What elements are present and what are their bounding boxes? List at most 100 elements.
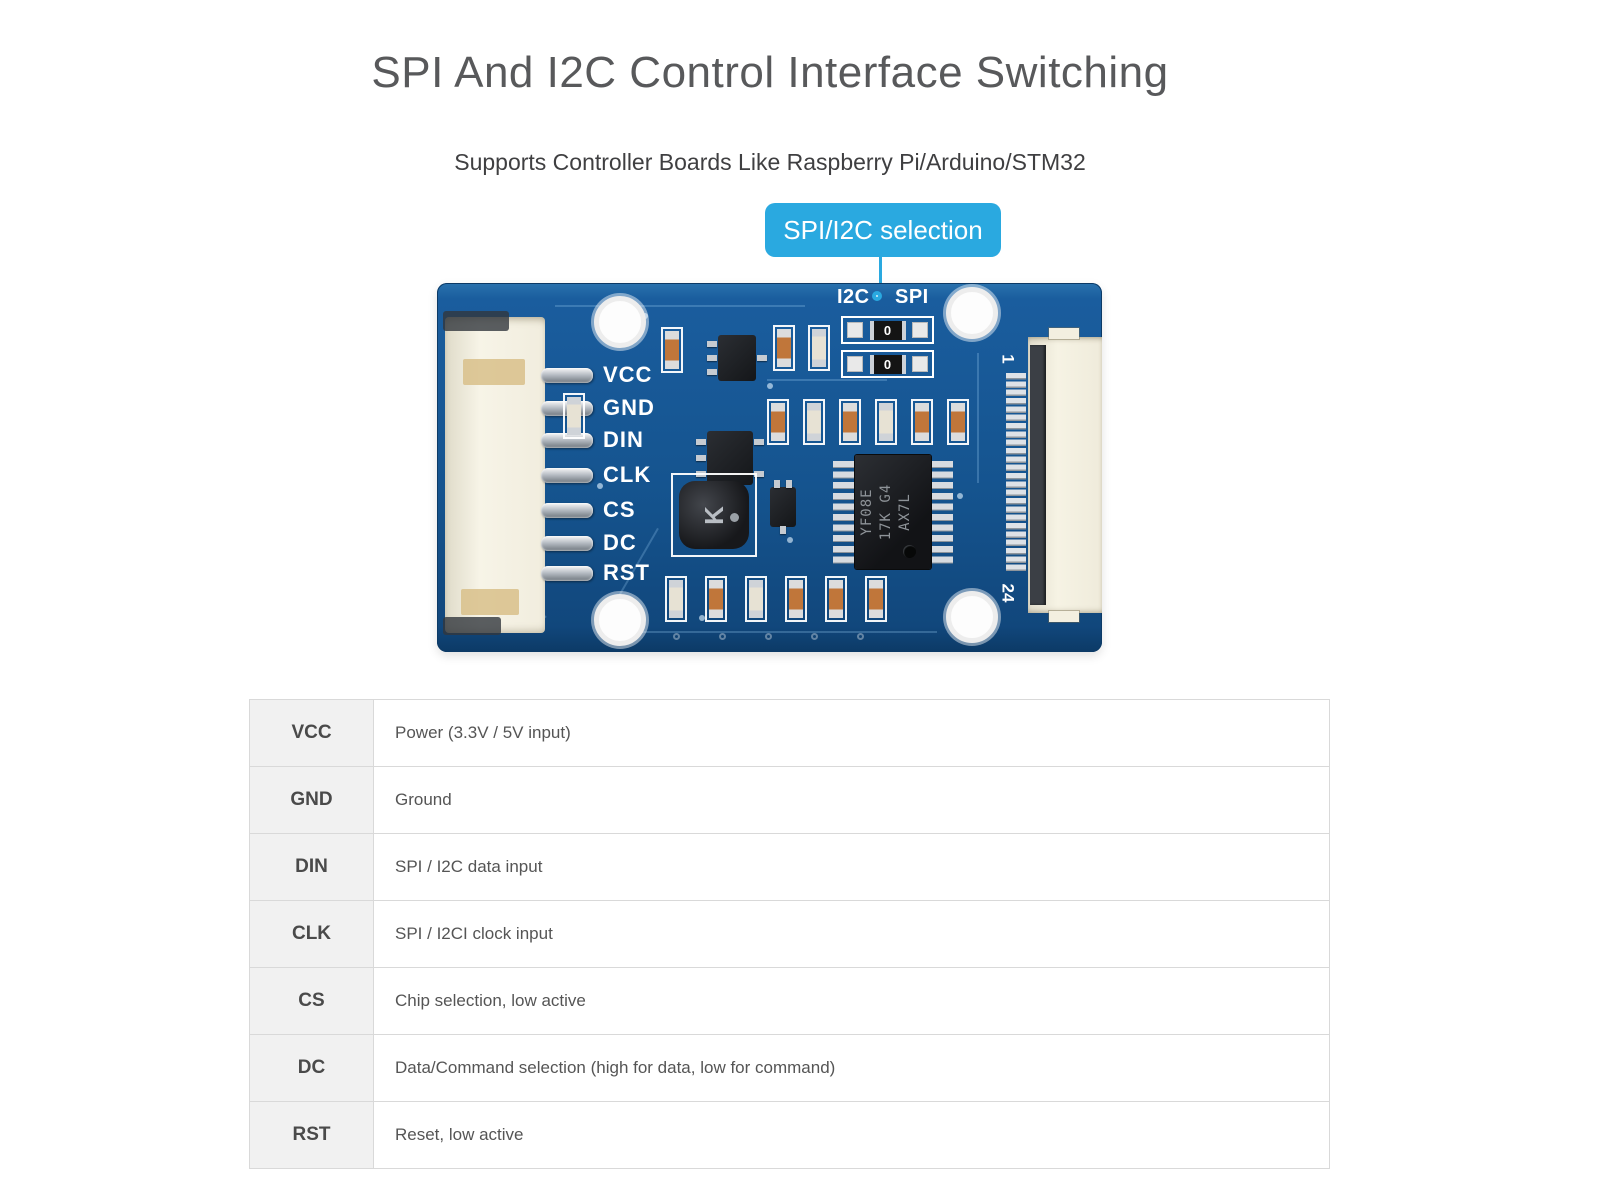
- solder-pad: [912, 322, 928, 338]
- jst-pin: [541, 503, 593, 518]
- ic-pins-right: [931, 461, 953, 567]
- table-row: DIN SPI / I2C data input: [249, 833, 1330, 901]
- jst-pin: [541, 566, 593, 581]
- copper-trace: [767, 379, 887, 381]
- resistor: [911, 399, 933, 445]
- component-lead: [754, 471, 764, 477]
- table-row: RST Reset, low active: [249, 1101, 1330, 1169]
- component-lead: [774, 480, 780, 488]
- pcb-board-photo: VCC GND DIN CLK CS DC RST I2C SPI 0 0: [437, 283, 1102, 652]
- pin-desc-cell: Data/Command selection (high for data, l…: [373, 1034, 1330, 1102]
- fpc-latch: [1049, 328, 1079, 339]
- ic-pin1-dimple: [903, 545, 916, 558]
- silkscreen-label-spi: SPI: [895, 286, 929, 308]
- silkscreen-label-dc: DC: [603, 530, 637, 555]
- resistor: [773, 325, 795, 371]
- pin-name-cell: CS: [249, 967, 374, 1035]
- ic-pins-left: [833, 461, 855, 567]
- sot23-transistor: [707, 335, 767, 381]
- page-subtitle: Supports Controller Boards Like Raspberr…: [454, 149, 1086, 175]
- capacitor: [563, 393, 585, 439]
- capacitor: [803, 399, 825, 445]
- copper-trace: [637, 631, 937, 633]
- callout-bubble: SPI/I2C selection: [765, 203, 1001, 257]
- mounting-hole: [946, 287, 998, 339]
- fpc-latch: [1049, 611, 1079, 622]
- fpc-pin24-label: 24: [998, 583, 1018, 603]
- via: [957, 493, 963, 499]
- fpc-pin-row: [1006, 373, 1026, 573]
- silkscreen-label-rst: RST: [603, 560, 650, 585]
- silkscreen-label-vcc: VCC: [603, 362, 653, 387]
- pin-desc-cell: SPI / I2C data input: [373, 833, 1330, 901]
- inductor-marking: K: [698, 505, 729, 525]
- callout-label: SPI/I2C selection: [783, 214, 983, 245]
- connector-detail: [461, 589, 519, 615]
- resistor: [825, 576, 847, 622]
- capacitor: [875, 399, 897, 445]
- callout-leader-line: [879, 257, 882, 293]
- page-title: SPI And I2C Control Interface Switching: [371, 48, 1169, 97]
- connector-shadow: [443, 617, 501, 635]
- solder-pad: [847, 356, 863, 372]
- silkscreen-label-din: DIN: [603, 427, 644, 452]
- table-row: VCC Power (3.3V / 5V input): [249, 699, 1330, 767]
- solder-pad: [912, 356, 928, 372]
- pin-description-table: VCC Power (3.3V / 5V input) GND Ground D…: [249, 699, 1330, 1169]
- silkscreen-dot: [765, 633, 772, 640]
- mounting-hole: [594, 594, 646, 646]
- ic-marking-line2: 17K G4: [878, 483, 894, 541]
- silkscreen-dot: [811, 633, 818, 640]
- silkscreen-dot: [857, 633, 864, 640]
- via: [787, 537, 793, 543]
- capacitor: [665, 576, 687, 622]
- capacitor: [808, 325, 830, 371]
- fpc-pin1-label: 1: [998, 354, 1018, 364]
- connector-detail: [463, 359, 525, 385]
- pin-name-cell: CLK: [249, 900, 374, 968]
- mounting-hole: [594, 296, 646, 348]
- sot23-transistor-small: [770, 480, 796, 534]
- pin-name-cell: DC: [249, 1034, 374, 1102]
- via: [699, 615, 705, 621]
- mounting-hole: [946, 591, 998, 643]
- inductor-dot: [730, 513, 739, 522]
- component-lead: [754, 439, 764, 445]
- silkscreen-dot: [673, 633, 680, 640]
- silkscreen-label-i2c: I2C: [837, 286, 870, 308]
- component-lead: [780, 526, 786, 534]
- pin-desc-cell: Chip selection, low active: [373, 967, 1330, 1035]
- resistor: [705, 576, 727, 622]
- connector-shadow: [443, 311, 509, 331]
- via: [597, 483, 603, 489]
- pin-name-cell: RST: [249, 1101, 374, 1169]
- component-lead: [696, 455, 706, 461]
- jst-pin: [541, 368, 593, 383]
- resistor: [839, 399, 861, 445]
- component-lead: [707, 341, 717, 347]
- solder-pad: [847, 322, 863, 338]
- pin-name-cell: DIN: [249, 833, 374, 901]
- pin-desc-cell: Power (3.3V / 5V input): [373, 699, 1330, 767]
- copper-trace: [977, 353, 979, 483]
- callout-target-dot: [872, 291, 882, 301]
- silkscreen-label-cs: CS: [603, 497, 636, 522]
- component-lead: [696, 439, 706, 445]
- level-shifter-ic: YF08E 17K G4 AX7L: [855, 455, 931, 569]
- table-row: GND Ground: [249, 766, 1330, 834]
- component-lead: [786, 480, 792, 488]
- jumper-row: 0: [841, 350, 934, 378]
- resistor: [785, 576, 807, 622]
- table-row: CLK SPI / I2CI clock input: [249, 900, 1330, 968]
- copper-trace: [555, 305, 805, 307]
- pin-desc-cell: Ground: [373, 766, 1330, 834]
- jst-connector: [443, 311, 545, 635]
- pin-name-cell: VCC: [249, 699, 374, 767]
- zero-ohm-resistor: 0: [869, 354, 906, 374]
- capacitor: [745, 576, 767, 622]
- pin-desc-cell: SPI / I2CI clock input: [373, 900, 1330, 968]
- jst-pin: [541, 536, 593, 551]
- component-lead: [707, 369, 717, 375]
- pin-desc-cell: Reset, low active: [373, 1101, 1330, 1169]
